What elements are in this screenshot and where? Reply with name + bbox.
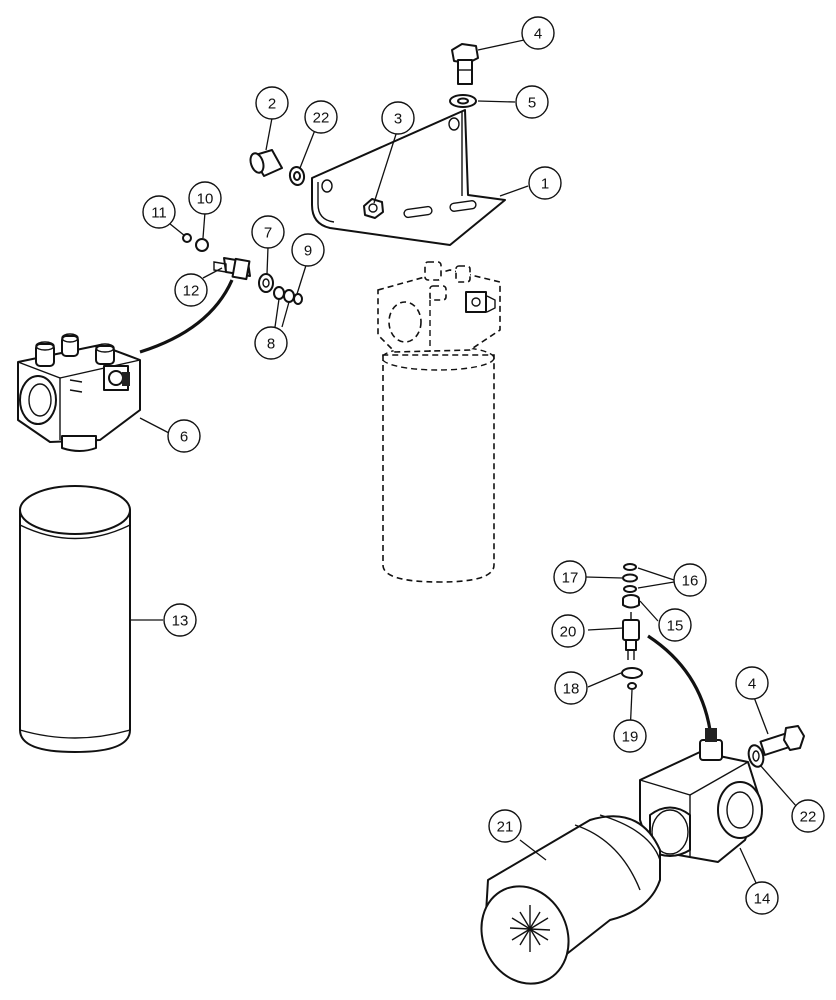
callout-circle [528,166,562,200]
callout-number: 3 [394,111,402,128]
filter-end-starburst [509,905,551,952]
callout-c6: 6 [167,419,201,453]
callout-number: 4 [748,676,756,693]
cap-15 [622,594,640,609]
callout-number: 20 [560,624,577,641]
callout-circle [551,614,585,648]
callout-circle [521,16,555,50]
callout-circle [142,195,176,229]
callout-circle [791,799,825,833]
callout-c4b: 4 [735,666,769,700]
callout-c13: 13 [163,603,197,637]
callout-circle [304,100,338,134]
callout-circle [613,719,647,753]
assembled-filter-phantom [377,261,501,583]
callout-number: 18 [563,681,580,698]
callout-c21: 21 [488,809,522,843]
o-ring-18 [621,667,643,679]
callout-circle [515,85,549,119]
washers-8-9 [273,286,303,305]
callout-circle [554,671,588,705]
washer-right [747,744,765,768]
callout-circle [163,603,197,637]
callout-c15: 15 [658,608,692,642]
callout-number: 22 [313,110,330,127]
callout-number: 21 [497,819,514,836]
callout-circle [488,809,522,843]
callout-number: 13 [172,613,189,630]
install-arrow-right [647,634,712,731]
callout-circle [735,666,769,700]
callout-c22a: 22 [304,100,338,134]
relief-valve-left [213,257,251,281]
callout-number: 8 [267,336,275,353]
callout-circle [174,273,208,307]
filter-element-13 [19,485,131,753]
callout-circle [381,101,415,135]
callout-number: 2 [268,96,276,113]
callout-c22b: 22 [791,799,825,833]
callout-c4a: 4 [521,16,555,50]
callout-circle [745,881,779,915]
callout-number: 22 [800,809,817,826]
valve-seat-7 [258,273,274,293]
callout-c17: 17 [553,560,587,594]
callout-circle [254,326,288,360]
callout-number: 6 [180,429,188,446]
bolt-top [451,43,479,85]
callout-number: 10 [197,191,214,208]
o-ring-10 [195,238,209,252]
callout-number: 1 [541,176,549,193]
callout-number: 9 [304,243,312,260]
callout-c9: 9 [291,233,325,267]
callout-c11: 11 [142,195,176,229]
pin [249,149,283,177]
callout-number: 11 [151,205,167,222]
callout-c2: 2 [255,86,289,120]
callout-c20: 20 [551,614,585,648]
callout-c18: 18 [554,671,588,705]
filter-head-left [17,333,141,452]
relief-valve-20 [622,612,640,660]
install-arrow-left [139,279,234,354]
mounting-bracket [311,109,506,246]
washer-pin [288,166,306,186]
bolt-right [759,725,805,756]
callout-c1: 1 [528,166,562,200]
callout-c12: 12 [174,273,208,307]
callout-c3: 3 [381,101,415,135]
callout-c10: 10 [188,181,222,215]
filter-element-21 [480,814,661,985]
callout-c5: 5 [515,85,549,119]
callout-c16: 16 [673,563,707,597]
o-rings-16-17 [622,563,638,593]
callout-circle [251,215,285,249]
callout-number: 16 [682,573,699,590]
o-ring-19 [627,682,637,690]
callout-number: 12 [183,283,200,300]
callout-circle [291,233,325,267]
callout-number: 7 [264,225,272,242]
callout-circle [255,86,289,120]
callout-circle [553,560,587,594]
callout-number: 14 [754,891,771,908]
callout-c14: 14 [745,881,779,915]
washer-top [449,94,477,108]
callout-number: 4 [534,26,542,43]
callout-number: 17 [562,570,579,587]
callout-circle [673,563,707,597]
callout-number: 5 [528,95,536,112]
callout-c8: 8 [254,326,288,360]
callout-circle [167,419,201,453]
callout-number: 15 [667,618,684,635]
callout-circle [658,608,692,642]
filter-head-right [639,728,763,863]
callout-c7: 7 [251,215,285,249]
callout-circle [188,181,222,215]
callout-c19: 19 [613,719,647,753]
callout-number: 19 [622,729,639,746]
